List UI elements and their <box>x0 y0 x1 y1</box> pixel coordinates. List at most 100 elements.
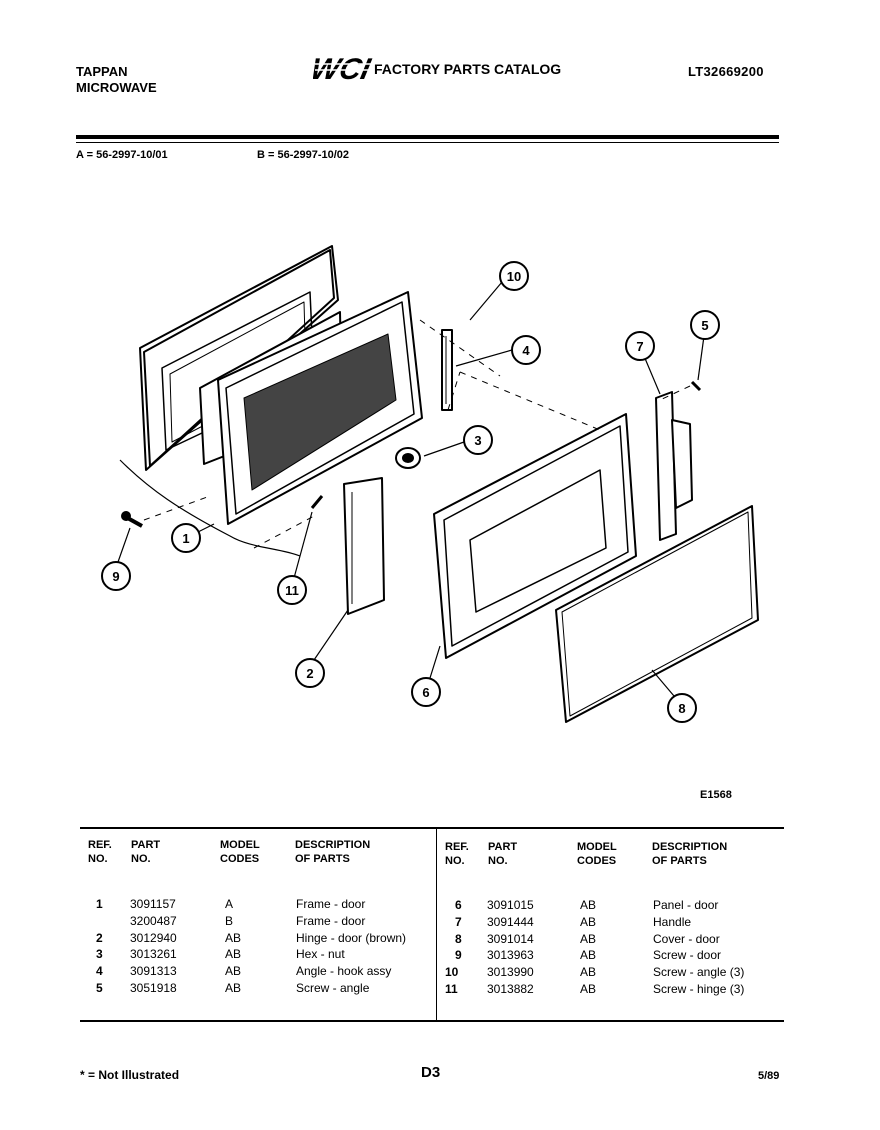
hinge-door <box>343 477 385 615</box>
frame-door-front <box>217 291 423 525</box>
model-code: AB <box>580 914 597 929</box>
model-code: AB <box>580 948 597 963</box>
header-model-line2: CODES <box>220 853 260 865</box>
seal-strip <box>119 459 301 557</box>
description: Screw - angle <box>296 980 370 995</box>
ref-no: 11 <box>445 981 458 996</box>
callout-2-label: 2 <box>306 666 313 681</box>
screw-hinge <box>310 495 324 509</box>
callout-3-label: 3 <box>474 433 481 448</box>
model-code: AB <box>580 981 597 996</box>
model-code: AB <box>225 947 242 962</box>
callout-7: 7 <box>625 331 655 361</box>
header-ref-line2: NO. <box>88 853 108 865</box>
table-divider <box>436 829 437 1020</box>
callout-3: 3 <box>463 425 493 455</box>
description: Cover - door <box>653 931 720 946</box>
description: Hex - nut <box>296 947 345 962</box>
callout-6: 6 <box>411 677 441 707</box>
description: Angle - hook assy <box>296 964 392 979</box>
callout-4-label: 4 <box>522 343 530 358</box>
header-desc-line2: OF PARTS <box>652 855 707 867</box>
part-no: 3200487 <box>130 913 177 928</box>
header-rule-thin <box>76 142 779 143</box>
callout-9-label: 9 <box>112 569 119 584</box>
header-desc-line1: DESCRIPTION <box>295 839 371 851</box>
part-no: 3013963 <box>487 948 534 963</box>
table-rule-bottom <box>80 1020 784 1022</box>
callout-8: 8 <box>667 693 697 723</box>
callout-2: 2 <box>295 658 325 688</box>
part-no: 3091444 <box>487 914 534 929</box>
description: Screw - hinge (3) <box>653 981 745 996</box>
cover-door <box>555 505 759 723</box>
model-a-label: A = 56-2997-10/01 <box>76 149 168 161</box>
angle-hook-assy <box>441 329 453 411</box>
header-ref-line2: NO. <box>445 855 465 867</box>
header-model-right: MODEL CODES <box>577 840 617 868</box>
alignment-lines <box>143 319 691 549</box>
callout-5: 5 <box>690 310 720 340</box>
door-handle <box>655 391 693 541</box>
callout-1-label: 1 <box>182 531 189 546</box>
header-ref-line1: REF. <box>445 841 469 853</box>
header-ref-left: REF. NO. <box>88 838 112 866</box>
catalog-number: LT32669200 <box>688 64 764 79</box>
callout-10-label: 10 <box>507 269 521 284</box>
header-ref-right: REF. NO. <box>445 840 469 868</box>
print-date: 5/89 <box>758 1070 780 1082</box>
description: Hinge - door (brown) <box>296 930 407 945</box>
brand-block: TAPPAN MICROWAVE <box>76 64 157 96</box>
callout-9: 9 <box>101 561 131 591</box>
model-code: AB <box>225 964 242 979</box>
header-part-left: PART NO. <box>131 838 160 866</box>
callout-6-label: 6 <box>422 685 429 700</box>
part-no: 3091157 <box>130 897 176 911</box>
screw-angle <box>690 380 702 392</box>
callout-10: 10 <box>499 261 529 291</box>
figure-code: E1568 <box>700 789 732 801</box>
part-no: 3091313 <box>130 964 177 979</box>
callout-11-label: 11 <box>285 583 299 598</box>
ref-no: 9 <box>455 948 462 963</box>
callout-1: 1 <box>171 523 201 553</box>
not-illustrated-note: * = Not Illustrated <box>80 1068 180 1082</box>
callout-7-label: 7 <box>636 339 643 354</box>
model-code: A <box>225 897 234 911</box>
header-model-line1: MODEL <box>577 841 617 853</box>
header-model-left: MODEL CODES <box>220 838 260 866</box>
ref-no: 1 <box>96 897 103 911</box>
model-code: AB <box>580 931 597 946</box>
part-no: 3013261 <box>130 947 177 962</box>
brand-line-2: MICROWAVE <box>76 80 157 95</box>
part-no: 3013882 <box>487 981 534 996</box>
callouts: 10 4 3 1 9 11 2 7 <box>101 261 720 723</box>
panel-door <box>433 413 637 659</box>
part-no: 3091014 <box>487 931 534 946</box>
ref-no: 2 <box>96 930 103 945</box>
logo-text: WCI <box>313 53 373 84</box>
model-b-label: B = 56-2997-10/02 <box>257 149 350 161</box>
description: Frame - door <box>296 897 366 911</box>
header-part-line1: PART <box>488 841 518 853</box>
model-code: AB <box>580 965 597 980</box>
header-desc-right: DESCRIPTION OF PARTS <box>652 840 727 868</box>
callout-8-label: 8 <box>678 701 685 716</box>
description: Screw - door <box>653 948 722 963</box>
hex-nut <box>395 447 421 469</box>
callout-4: 4 <box>511 335 541 365</box>
ref-no: 4 <box>96 964 103 979</box>
table-rule-top <box>80 827 784 829</box>
header-part-line2: NO. <box>488 855 508 867</box>
ref-no: 10 <box>445 965 459 980</box>
ref-no: 5 <box>96 980 103 995</box>
part-no: 3012940 <box>130 930 177 945</box>
description: Screw - angle (3) <box>653 965 745 980</box>
model-code: AB <box>225 930 242 945</box>
ref-no: 7 <box>455 914 462 929</box>
header-model-line2: CODES <box>577 855 617 867</box>
part-no: 3013990 <box>487 965 534 980</box>
header-desc-left: DESCRIPTION OF PARTS <box>295 838 370 866</box>
page-number: D3 <box>421 1064 441 1081</box>
